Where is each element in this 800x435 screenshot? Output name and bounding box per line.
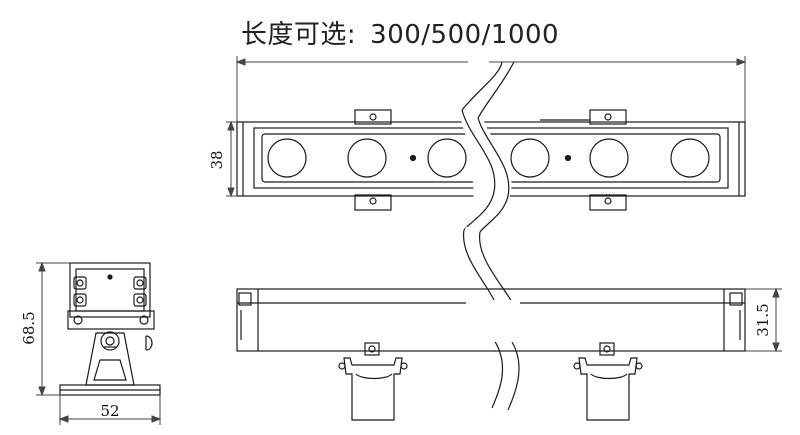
led-lens-4 xyxy=(510,138,550,178)
bracket-left xyxy=(338,342,408,421)
front-height-dimension xyxy=(226,120,237,198)
break-line-bottom-d xyxy=(507,341,520,411)
rear-view: 31.5 xyxy=(236,226,782,421)
break-line-bottom-b xyxy=(479,231,513,303)
front-tab-top-right xyxy=(589,109,627,125)
length-options-value: 300/500/1000 xyxy=(370,20,560,50)
rear-body-outer xyxy=(236,288,746,352)
front-view: 38 xyxy=(208,51,746,235)
side-height-dimension xyxy=(36,261,70,397)
length-options-label: 长度可选: xyxy=(240,20,357,50)
front-height-label: 38 xyxy=(208,150,226,169)
side-head xyxy=(69,262,151,318)
break-gap-top xyxy=(460,51,512,235)
break-line-bottom-c xyxy=(491,339,503,409)
diagram-title: 长度可选: 300/500/1000 xyxy=(0,14,800,51)
side-stand xyxy=(85,332,135,386)
side-width-dimension xyxy=(58,395,162,425)
led-lens-2 xyxy=(347,138,387,178)
side-pivot xyxy=(100,331,120,351)
led-lens-1 xyxy=(267,138,307,178)
break-line-top-b xyxy=(477,61,515,119)
side-view: 68.5 52 xyxy=(20,261,162,425)
side-height-label: 68.5 xyxy=(20,311,38,344)
bottom-height-dimension xyxy=(745,287,782,353)
led-lens-3 xyxy=(427,138,467,178)
break-line-mid-a xyxy=(461,109,496,231)
front-tab-bottom-left xyxy=(354,194,392,211)
break-line-bottom-a xyxy=(462,229,495,301)
side-clamp xyxy=(67,310,155,330)
break-line-mid-b xyxy=(477,117,510,233)
bracket-right xyxy=(573,342,643,421)
led-lenses xyxy=(267,138,710,178)
led-lens-5 xyxy=(589,138,629,178)
side-width-label: 52 xyxy=(100,402,119,420)
side-adjust-knob xyxy=(145,335,153,351)
led-lens-6 xyxy=(670,138,710,178)
front-tab-bottom-right xyxy=(589,194,627,211)
bottom-height-label: 31.5 xyxy=(754,303,772,336)
break-line-top-a xyxy=(461,61,503,111)
front-tab-top-left xyxy=(354,109,392,125)
